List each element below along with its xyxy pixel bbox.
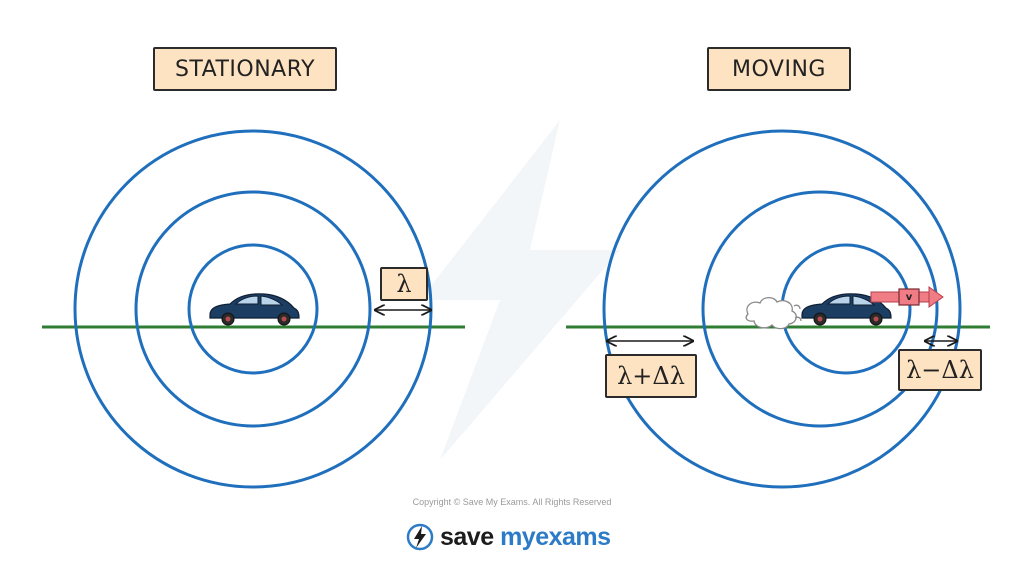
watermark-bolt-icon — [420, 120, 620, 460]
brand-wordmark: save myexams — [440, 523, 611, 552]
brand-word-save: save — [440, 522, 494, 551]
velocity-arrow — [870, 286, 944, 308]
exhaust-smoke-icon — [745, 296, 802, 330]
moving-title: MOVING — [707, 47, 851, 91]
brand-word-exams: exams — [535, 522, 611, 551]
moving-wave-outer — [602, 129, 962, 489]
lightning-bolt-icon — [406, 523, 434, 551]
moving-wave-middle — [701, 190, 939, 428]
brand-logo: save myexams — [406, 522, 611, 552]
moving-car-icon — [801, 293, 892, 326]
moving-ahead-wavelength-label: λ−Δλ — [898, 349, 982, 391]
brand-word-my: my — [500, 522, 536, 551]
copyright-text: Copyright © Save My Exams. All Rights Re… — [412, 497, 612, 507]
moving-behind-wavelength-label: λ+Δλ — [605, 354, 697, 398]
stationary-title: STATIONARY — [153, 47, 337, 91]
stationary-wave-inner — [187, 243, 319, 375]
stationary-wave-middle — [134, 190, 372, 428]
stationary-car-icon — [209, 293, 300, 326]
velocity-label: v — [905, 291, 913, 303]
stationary-wavelength-label: λ — [380, 267, 428, 301]
